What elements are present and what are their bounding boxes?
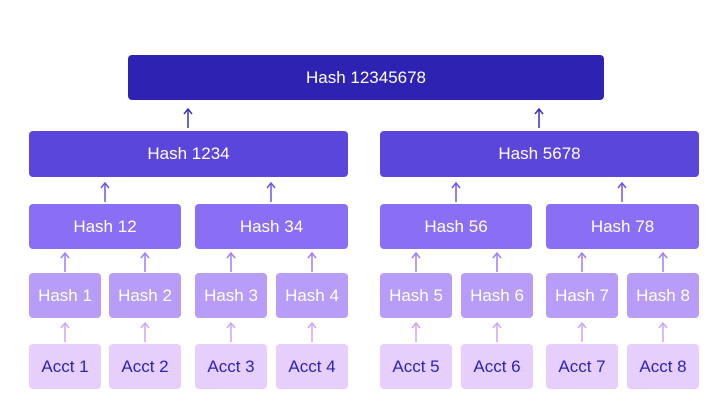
leaf-acct-4: Acct 4 bbox=[276, 344, 348, 389]
arrow-up-icon bbox=[411, 322, 421, 342]
arrow-up-icon bbox=[100, 182, 110, 202]
arrow-up-icon bbox=[60, 322, 70, 342]
node-hash-78: Hash 78 bbox=[546, 204, 699, 249]
leaf-acct-2: Acct 2 bbox=[109, 344, 181, 389]
leaf-acct-5: Acct 5 bbox=[380, 344, 452, 389]
arrow-up-icon bbox=[492, 252, 502, 272]
leaf-acct-6: Acct 6 bbox=[461, 344, 533, 389]
node-hash-12345678: Hash 12345678 bbox=[128, 55, 604, 100]
node-hash-7: Hash 7 bbox=[546, 273, 618, 318]
arrow-up-icon bbox=[617, 182, 627, 202]
node-hash-2: Hash 2 bbox=[109, 273, 181, 318]
node-hash-8: Hash 8 bbox=[627, 273, 699, 318]
leaf-acct-1: Acct 1 bbox=[29, 344, 101, 389]
leaf-acct-7: Acct 7 bbox=[546, 344, 618, 389]
arrow-up-icon bbox=[226, 322, 236, 342]
arrow-up-icon bbox=[451, 182, 461, 202]
node-hash-12: Hash 12 bbox=[29, 204, 181, 249]
arrow-up-icon bbox=[140, 322, 150, 342]
arrow-up-icon bbox=[658, 322, 668, 342]
leaf-acct-8: Acct 8 bbox=[627, 344, 699, 389]
arrow-up-icon bbox=[266, 182, 276, 202]
arrow-up-icon bbox=[183, 108, 193, 128]
arrow-up-icon bbox=[307, 252, 317, 272]
node-hash-5678: Hash 5678 bbox=[380, 131, 699, 177]
node-hash-1234: Hash 1234 bbox=[29, 131, 348, 177]
leaf-acct-3: Acct 3 bbox=[195, 344, 267, 389]
node-hash-6: Hash 6 bbox=[461, 273, 533, 318]
arrow-up-icon bbox=[492, 322, 502, 342]
arrow-up-icon bbox=[577, 252, 587, 272]
node-hash-5: Hash 5 bbox=[380, 273, 452, 318]
arrow-up-icon bbox=[60, 252, 70, 272]
arrow-up-icon bbox=[658, 252, 668, 272]
node-hash-3: Hash 3 bbox=[195, 273, 267, 318]
arrow-up-icon bbox=[140, 252, 150, 272]
arrow-up-icon bbox=[307, 322, 317, 342]
node-hash-4: Hash 4 bbox=[276, 273, 348, 318]
arrow-up-icon bbox=[226, 252, 236, 272]
arrow-up-icon bbox=[577, 322, 587, 342]
node-hash-1: Hash 1 bbox=[29, 273, 101, 318]
node-hash-56: Hash 56 bbox=[380, 204, 532, 249]
arrow-up-icon bbox=[411, 252, 421, 272]
node-hash-34: Hash 34 bbox=[195, 204, 348, 249]
arrow-up-icon bbox=[534, 108, 544, 128]
